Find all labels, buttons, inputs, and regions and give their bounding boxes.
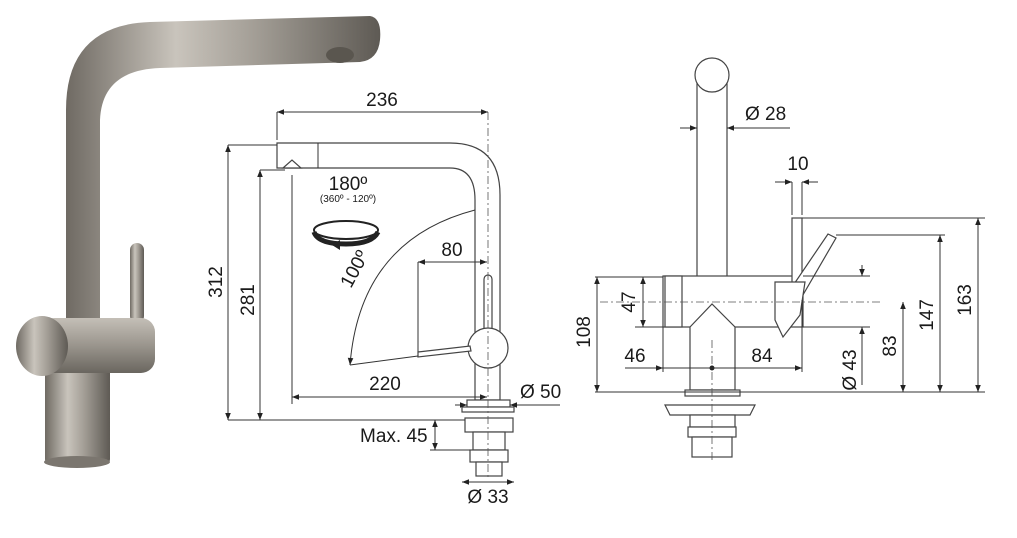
dim-47: 47 (619, 291, 640, 312)
dim-108: 108 (574, 316, 595, 348)
dim-84: 84 (751, 346, 773, 367)
dim-236: 236 (366, 90, 398, 111)
dim-diameter-33: Ø 33 (467, 487, 508, 508)
dim-10: 10 (787, 154, 808, 175)
lever-angle: 100º (337, 247, 374, 291)
dim-163: 163 (955, 284, 976, 316)
faucet-product-image (16, 16, 381, 468)
dim-46: 46 (624, 346, 645, 367)
front-view-drawing: Ø 28 10 47 108 46 84 Ø 43 83 147 163 (574, 57, 985, 460)
dim-diameter-28: Ø 28 (745, 104, 786, 125)
dim-diameter-43: Ø 43 (840, 349, 861, 390)
dim-83: 83 (880, 335, 901, 356)
dim-80: 80 (441, 240, 462, 261)
dim-147: 147 (917, 299, 938, 331)
side-view-drawing: 236 312 281 220 80 180º (360º - 120º) 10… (206, 90, 561, 508)
rotation-arrow-icon (311, 220, 381, 250)
dim-312: 312 (206, 266, 227, 298)
rotation-range: (360º - 120º) (320, 194, 376, 205)
dim-max-45: Max. 45 (360, 426, 428, 447)
dim-220: 220 (369, 374, 401, 395)
rotation-angle: 180º (329, 174, 368, 195)
dim-diameter-50: Ø 50 (520, 382, 561, 403)
dim-281: 281 (238, 284, 259, 316)
